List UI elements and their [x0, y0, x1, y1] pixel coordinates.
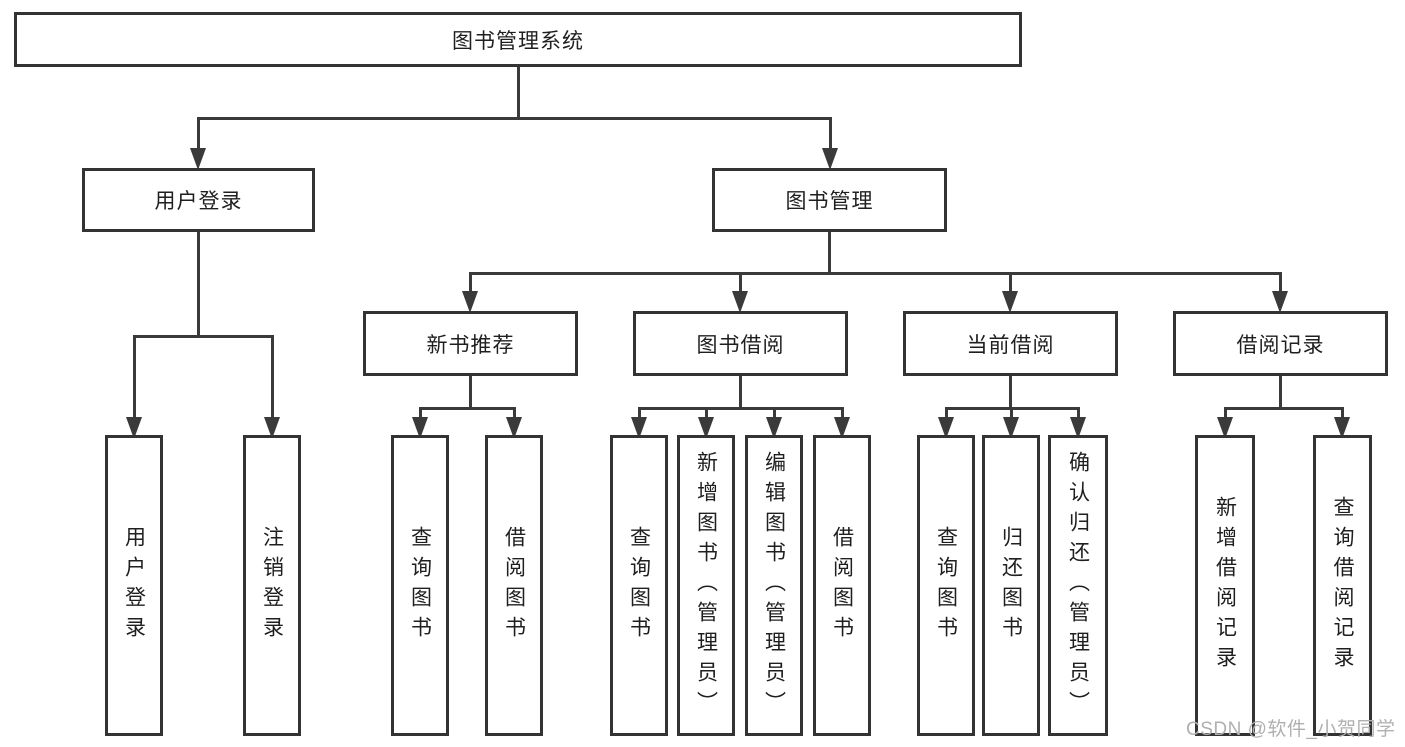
connector-fork-user-login: [132, 335, 274, 338]
leaf-edit-books-admin: 编辑图书（管理员）: [745, 435, 803, 736]
node-borrowing-records: 借阅记录: [1173, 311, 1388, 376]
leaf-borrow-books-borrowing: 借阅图书: [813, 435, 871, 736]
connector-arrow-shaft: [1223, 407, 1227, 421]
leaf-label: 编辑图书（管理员）: [762, 450, 786, 721]
connector-arrow-shaft: [1279, 272, 1282, 294]
connector-arrow-shaft: [704, 407, 708, 421]
connector-arrow-shaft: [197, 117, 200, 150]
arrow-down-icon: [630, 417, 647, 439]
node-label: 图书借阅: [696, 333, 785, 357]
connector-new-book-stem: [469, 376, 472, 407]
node-label: 用户登录: [154, 190, 243, 213]
connector-fork-level1: [197, 117, 831, 120]
leaf-add-books-admin: 新增图书（管理员）: [677, 435, 735, 736]
connector-user-login-stem: [197, 232, 200, 335]
connector-fork-new-book: [418, 407, 516, 410]
connector-fork-book-borrow: [637, 407, 844, 410]
leaf-label: 查询图书: [627, 525, 651, 646]
node-current-borrowing: 当前借阅: [903, 311, 1118, 376]
arrow-down-icon: [462, 291, 478, 313]
arrow-down-icon: [765, 417, 782, 439]
arrow-down-icon: [833, 417, 850, 439]
leaf-query-books-current: 查询图书: [917, 435, 975, 736]
node-book-management: 图书管理: [712, 168, 947, 232]
connector-arrow-shaft: [132, 335, 136, 420]
arrow-down-icon: [697, 417, 714, 439]
arrow-down-icon: [937, 417, 954, 439]
leaf-label: 用户登录: [122, 525, 146, 646]
arrow-down-icon: [732, 291, 748, 313]
arrow-down-icon: [190, 148, 206, 170]
connector-arrow-shaft: [418, 407, 422, 421]
leaf-add-borrow-record: 新增借阅记录: [1195, 435, 1255, 736]
node-library-management-system: 图书管理系统: [14, 12, 1022, 67]
connector-borrow-record-stem: [1279, 376, 1282, 407]
leaf-label: 查询图书: [934, 525, 958, 646]
leaf-user-login: 用户登录: [105, 435, 163, 736]
node-new-book-recommendation: 新书推荐: [363, 311, 578, 376]
leaf-label: 注销登录: [260, 525, 284, 646]
connector-arrow-shaft: [840, 407, 844, 421]
arrow-down-icon: [1334, 417, 1350, 439]
connector-arrow-shaft: [944, 407, 948, 421]
node-label: 当前借阅: [966, 333, 1055, 357]
node-label: 新书推荐: [426, 333, 515, 357]
connector-arrow-shaft: [1341, 407, 1344, 421]
leaf-label: 新增借阅记录: [1213, 495, 1237, 676]
connector-arrow-shaft: [739, 272, 742, 294]
connector-arrow-shaft: [829, 117, 832, 150]
connector-book-management-stem: [828, 232, 831, 272]
arrow-down-icon: [411, 417, 428, 439]
leaf-return-books: 归还图书: [982, 435, 1040, 736]
leaf-label: 归还图书: [999, 525, 1023, 646]
connector-arrow-shaft: [637, 407, 641, 421]
connector-arrow-shaft: [1009, 407, 1013, 421]
connector-fork-borrow-record: [1223, 407, 1344, 410]
arrow-down-icon: [1002, 291, 1018, 313]
leaf-logout-login: 注销登录: [243, 435, 301, 736]
leaf-label: 新增图书（管理员）: [694, 450, 718, 721]
arrow-down-icon: [1069, 417, 1086, 439]
arrow-down-icon: [1216, 417, 1233, 439]
watermark-text: CSDN @软件_小贺同学: [1186, 719, 1396, 740]
node-label: 借阅记录: [1236, 333, 1325, 357]
node-label: 图书管理系统: [452, 29, 584, 53]
leaf-query-borrow-record: 查询借阅记录: [1313, 435, 1372, 736]
leaf-label: 查询借阅记录: [1331, 495, 1354, 676]
leaf-query-books-borrowing: 查询图书: [610, 435, 668, 736]
arrow-down-icon: [1002, 417, 1019, 439]
connector-root-stem: [517, 67, 520, 117]
leaf-label: 借阅图书: [502, 525, 526, 646]
leaf-query-books-recommend: 查询图书: [391, 435, 449, 736]
arrow-down-icon: [263, 417, 280, 439]
leaf-label: 借阅图书: [830, 525, 854, 646]
arrow-down-icon: [822, 148, 838, 170]
leaf-confirm-return-admin: 确认归还（管理员）: [1048, 435, 1108, 736]
node-user-login: 用户登录: [82, 168, 315, 232]
arrow-down-icon: [125, 417, 142, 439]
leaf-label: 查询图书: [408, 525, 432, 646]
arrow-down-icon: [1272, 291, 1288, 313]
arrow-down-icon: [505, 417, 522, 439]
connector-book-borrow-stem: [739, 376, 742, 407]
node-book-borrowing: 图书借阅: [633, 311, 848, 376]
connector-arrow-shaft: [469, 272, 472, 294]
connector-arrow-shaft: [1009, 272, 1012, 294]
connector-current-borrow-stem: [1009, 376, 1012, 407]
connector-fork-book-management: [469, 272, 1282, 275]
node-label: 图书管理: [785, 190, 874, 213]
connector-arrow-shaft: [772, 407, 776, 421]
connector-arrow-shaft: [1076, 407, 1080, 421]
connector-arrow-shaft: [270, 335, 274, 420]
leaf-borrow-books-recommend: 借阅图书: [485, 435, 543, 736]
leaf-label: 确认归还（管理员）: [1066, 450, 1090, 721]
connector-arrow-shaft: [512, 407, 516, 421]
